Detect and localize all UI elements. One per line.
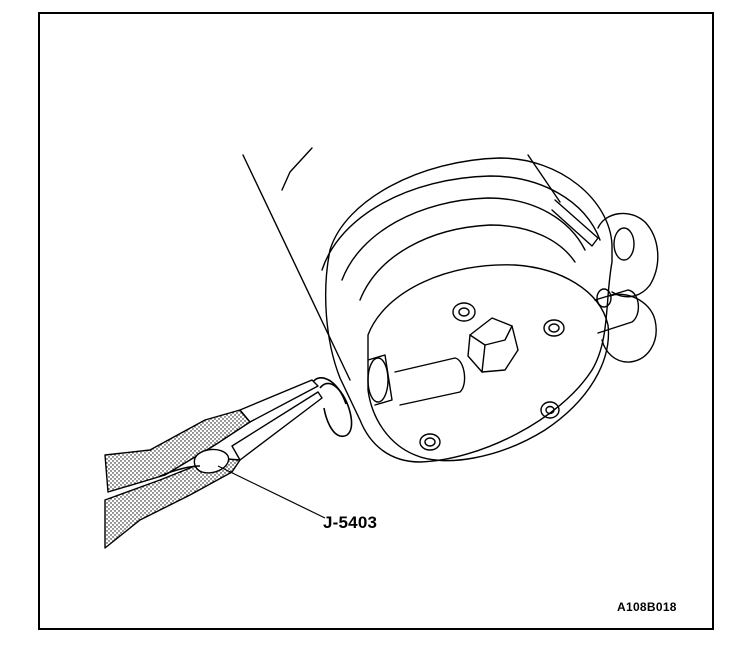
left-slot-key xyxy=(394,357,466,406)
housing-top-edge xyxy=(281,147,313,191)
pliers-lower-handle xyxy=(104,457,241,549)
tool-callout-label: J-5403 xyxy=(323,513,378,532)
rim-ring-front xyxy=(359,224,576,301)
figure-border xyxy=(38,12,714,630)
mounting-ear-upper-hole xyxy=(613,227,635,261)
face-hole-2 xyxy=(543,319,565,337)
mounting-bolt-right xyxy=(594,289,639,334)
mounting-bolt-right-head xyxy=(596,288,612,308)
front-face-plate xyxy=(367,264,610,462)
face-hole-3-inner xyxy=(545,405,555,415)
face-hole-1 xyxy=(452,302,476,322)
left-slot-opening xyxy=(367,357,389,403)
mounting-ear-lower xyxy=(601,293,657,363)
face-hole-4 xyxy=(419,433,441,451)
rim-ring-inner xyxy=(341,197,586,281)
pliers-jaw-lower xyxy=(231,391,323,461)
shaft-nut xyxy=(467,317,519,373)
shaft-nut-face xyxy=(469,325,513,346)
face-hole-2-inner xyxy=(548,323,560,333)
rim-ring-outer xyxy=(321,175,601,271)
face-hole-4-inner xyxy=(424,437,436,447)
face-hole-1-inner xyxy=(458,307,470,317)
strap xyxy=(551,199,599,247)
mounting-ear-upper xyxy=(597,212,659,298)
callout-leader xyxy=(217,465,326,519)
snap-ring-pliers xyxy=(104,379,323,549)
figure-id: A108B018 xyxy=(617,600,677,614)
compressor-body-outline xyxy=(325,157,613,463)
face-hole-3 xyxy=(540,401,560,419)
pliers-jaw-upper xyxy=(239,379,319,423)
housing-left-edge xyxy=(242,154,351,381)
